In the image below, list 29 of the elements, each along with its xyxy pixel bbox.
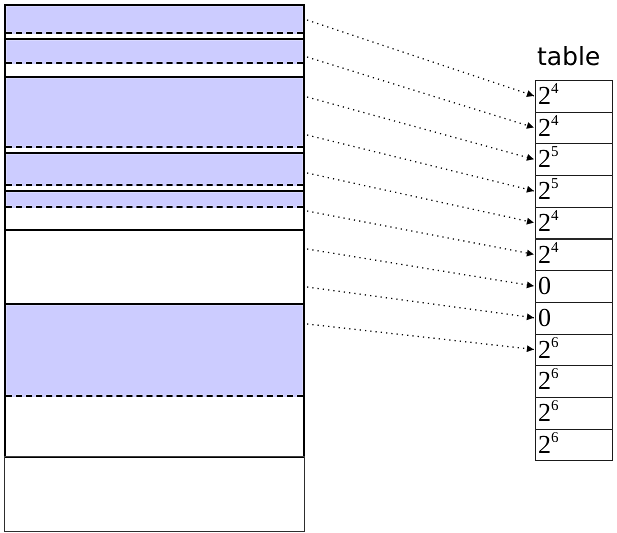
table-cell: 2$^{4}$ bbox=[535, 112, 613, 144]
memory-block bbox=[4, 38, 305, 78]
memory-block bbox=[4, 303, 305, 458]
table-cell: 0 bbox=[535, 302, 613, 335]
arrow bbox=[306, 134, 534, 193]
memory-block bbox=[4, 456, 305, 532]
table-cell: 2$^{4}$ bbox=[535, 80, 613, 113]
table-cell: 2$^{6}$ bbox=[535, 334, 613, 366]
arrow bbox=[306, 56, 534, 129]
arrow bbox=[306, 19, 534, 97]
table-cell: 2$^{4}$ bbox=[535, 206, 613, 240]
arrow bbox=[306, 96, 534, 161]
table-cell: 2$^{5}$ bbox=[535, 143, 613, 176]
memory-block bbox=[4, 4, 305, 40]
arrow bbox=[306, 172, 534, 225]
arrow bbox=[306, 286, 534, 320]
arrow bbox=[306, 210, 534, 256]
table-cell: 2$^{6}$ bbox=[535, 365, 613, 398]
table-cell: 2$^{5}$ bbox=[535, 175, 613, 208]
table-cell: 0 bbox=[535, 270, 613, 303]
table-cell: 2$^{4}$ bbox=[535, 238, 613, 272]
memory-block bbox=[4, 190, 305, 231]
table-heading: table bbox=[537, 42, 600, 72]
table-cell: 2$^{6}$ bbox=[535, 428, 613, 462]
arrow bbox=[306, 248, 534, 288]
memory-block bbox=[4, 76, 305, 154]
memory-block bbox=[4, 152, 305, 192]
table-cell: 2$^{6}$ bbox=[535, 397, 613, 430]
arrow bbox=[306, 323, 534, 352]
